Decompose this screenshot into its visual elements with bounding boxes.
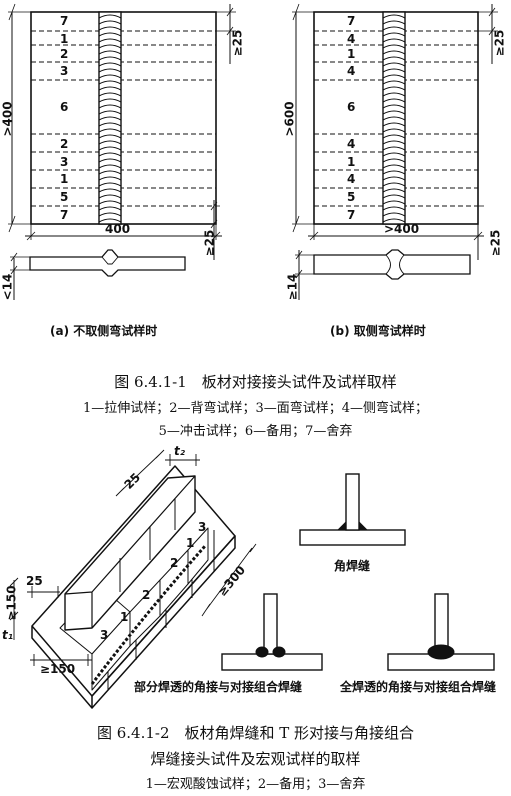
strip-label: 4 (347, 172, 356, 186)
strip-label: 7 (347, 208, 356, 222)
figure1-legend-line2: 5—冲击试样；6—备用；7—舍弃 (158, 424, 353, 439)
panel-a-drawing (8, 3, 236, 300)
figure2-title-line1: 图 6.4.1-2 板材角焊缝和 T 形对接与角接组合 (96, 724, 415, 742)
figure1-title: 图 6.4.1-1 板材对接接头试件及试样取样 (114, 373, 397, 391)
fillet-weld-label: 角焊缝 (334, 559, 371, 573)
iso-web-label-3: 3 (198, 520, 207, 534)
partial-penetration-label: 部分焊透的角接与对接组合焊缝 (134, 680, 303, 694)
partial-penetration-detail (221, 593, 323, 671)
panel-b-strip-dim: ≥25 (492, 29, 507, 57)
strip-label: 6 (60, 100, 69, 114)
strip-label: 2 (60, 137, 69, 151)
panel-b-bottom-dim: ≥25 (488, 229, 503, 257)
panel-a-plate (30, 11, 217, 225)
panel-b-thickness-dim: ≥14 (285, 273, 300, 301)
iso-left-150-dim: ≥150 (4, 585, 19, 621)
panel-a-weld-ripples (98, 14, 122, 223)
strip-label: 7 (60, 208, 69, 222)
iso-t1-dim: t₁ (2, 628, 13, 642)
strip-label: 1 (347, 155, 356, 169)
panel-a-thickness-dim: <14 (0, 273, 15, 301)
panel-b-width-dim: >400 (384, 222, 420, 236)
iso-base-label-3: 3 (100, 628, 109, 642)
panel-b-weld-bead (382, 11, 406, 225)
strip-label: 1 (60, 172, 69, 186)
strip-label: 2 (60, 47, 69, 61)
figure2-legend: 1—宏观酸蚀试样；2—备用；3—舍弃 (145, 777, 366, 792)
figure1-legend-line1: 1—拉伸试样；2—背弯试样；3—面弯试样；4—侧弯试样； (82, 401, 429, 416)
strip-label: 4 (347, 137, 356, 151)
strip-label: 3 (60, 155, 69, 169)
panel-b-height-dim: >600 (282, 101, 297, 137)
iso-bottom-150-dim: ≥150 (40, 662, 76, 676)
fillet-weld-detail (299, 473, 406, 546)
iso-base-label-1: 1 (120, 610, 129, 624)
strip-label: 5 (347, 190, 356, 204)
panel-b-caption: (b) 取侧弯试样时 (330, 324, 426, 338)
strip-label: 1 (347, 47, 356, 61)
strip-label: 7 (60, 14, 69, 28)
panel-a-weld-bead (98, 11, 122, 225)
iso-base-label-2: 2 (142, 588, 151, 602)
figure2-title-line2: 焊缝接头试件及宏观试样的取样 (150, 750, 361, 768)
iso-web-label-2: 2 (170, 556, 179, 570)
isometric-drawing (9, 449, 257, 709)
panel-a-caption: (a) 不取侧弯试样时 (50, 324, 158, 338)
iso-t2-dim: t₂ (174, 444, 185, 458)
full-penetration-label: 全焊透的角接与对接组合焊缝 (340, 680, 497, 694)
strip-label: 6 (347, 100, 356, 114)
panel-b-drawing (292, 3, 498, 300)
panel-a-width-dim: 400 (105, 222, 131, 236)
full-penetration-detail (387, 593, 495, 671)
iso-web-label-1: 1 (186, 536, 195, 550)
panel-b-weld-ripples (382, 14, 406, 223)
strip-label: 3 (60, 64, 69, 78)
strip-label: 5 (60, 190, 69, 204)
iso-left-25-dim: 25 (26, 574, 43, 588)
panel-a-bottom-dim: ≥25 (202, 229, 217, 257)
strip-label: 7 (347, 14, 356, 28)
strip-label: 4 (347, 32, 356, 46)
panel-a-cut-lines (31, 30, 216, 207)
strip-label: 4 (347, 64, 356, 78)
panel-a-height-dim: >400 (0, 101, 15, 137)
strip-label: 1 (60, 32, 69, 46)
panel-a-strip-dim: ≥25 (230, 29, 245, 57)
